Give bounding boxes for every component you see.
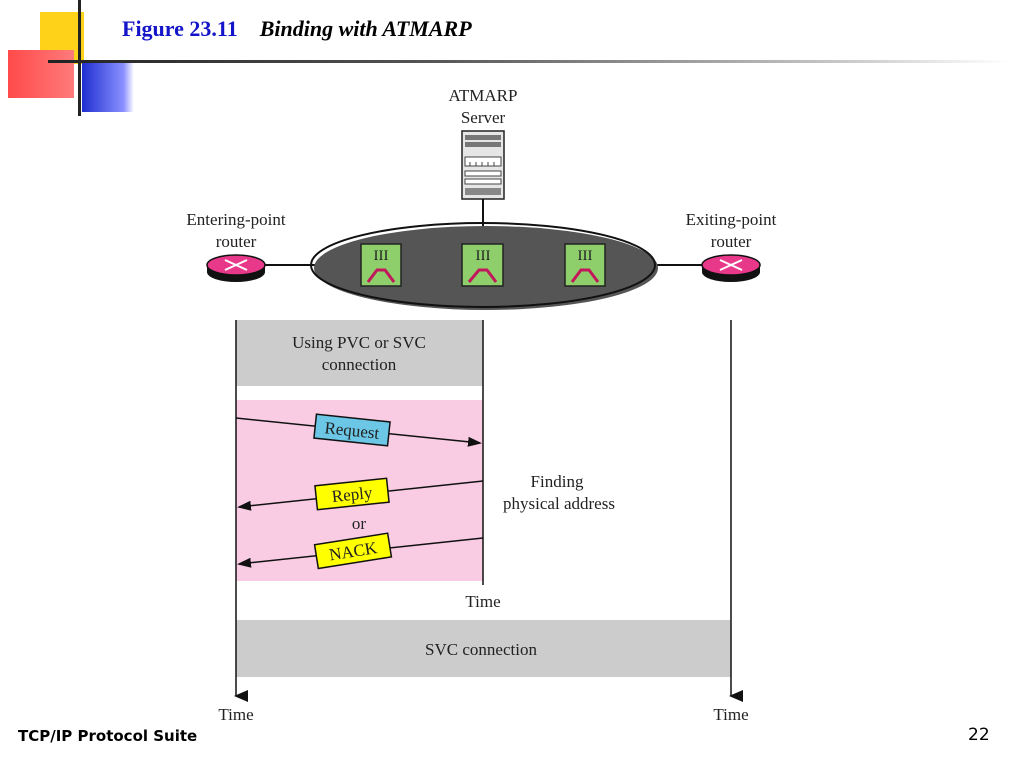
atm-switch-2-label: III [476,248,491,264]
server-label-line1: ATMARP [449,86,518,105]
pvc-phase-band [236,320,483,386]
footer-book-title: TCP/IP Protocol Suite [18,727,198,745]
atm-switch-1: III [360,243,402,287]
reply-label-box: Reply [314,477,390,511]
server-time-label: Time [465,592,500,611]
server-label-line2: Server [461,108,506,127]
exiting-router-label-line2: router [711,232,752,251]
entering-router-label-line2: router [216,232,257,251]
decor-red-square [8,50,74,98]
entering-router-icon [206,254,266,282]
decor-vertical-line [78,0,81,116]
pvc-phase-label-line1: Using PVC or SVC [292,333,426,352]
title-underline [48,60,1008,63]
switch-icon [467,268,498,283]
svc-phase-label: SVC connection [425,640,537,659]
figure-caption: Binding with ATMARP [259,16,472,41]
finding-label-line2: physical address [503,494,615,513]
or-label: or [352,514,367,533]
decor-blue-square [82,62,134,112]
atm-switch-3: III [564,243,606,287]
reply-label: Reply [331,483,374,506]
nack-label-box: NACK [313,532,393,570]
pvc-phase-label-line2: connection [322,355,397,374]
request-label-box: Request [313,413,391,447]
entering-router-label-line1: Entering-point [186,210,285,229]
exiting-time-label: Time [713,705,748,724]
svc-phase-band [236,620,731,677]
atm-switch-2: III [461,243,504,287]
server-icon [461,130,505,200]
atm-switch-1-label: III [374,248,389,264]
switch-icon [570,268,600,283]
page-number: 22 [968,725,990,745]
figure-number: Figure 23.11 [122,16,238,41]
exiting-router-label-line1: Exiting-point [686,210,777,229]
atm-network-ellipse [310,222,656,308]
switch-icon [366,268,396,283]
finding-label-line1: Finding [531,472,584,491]
entering-time-label: Time [218,705,253,724]
slide-title: Figure 23.11 Binding with ATMARP [122,16,472,42]
atm-switch-3-label: III [578,248,593,264]
exiting-router-icon [701,254,761,282]
